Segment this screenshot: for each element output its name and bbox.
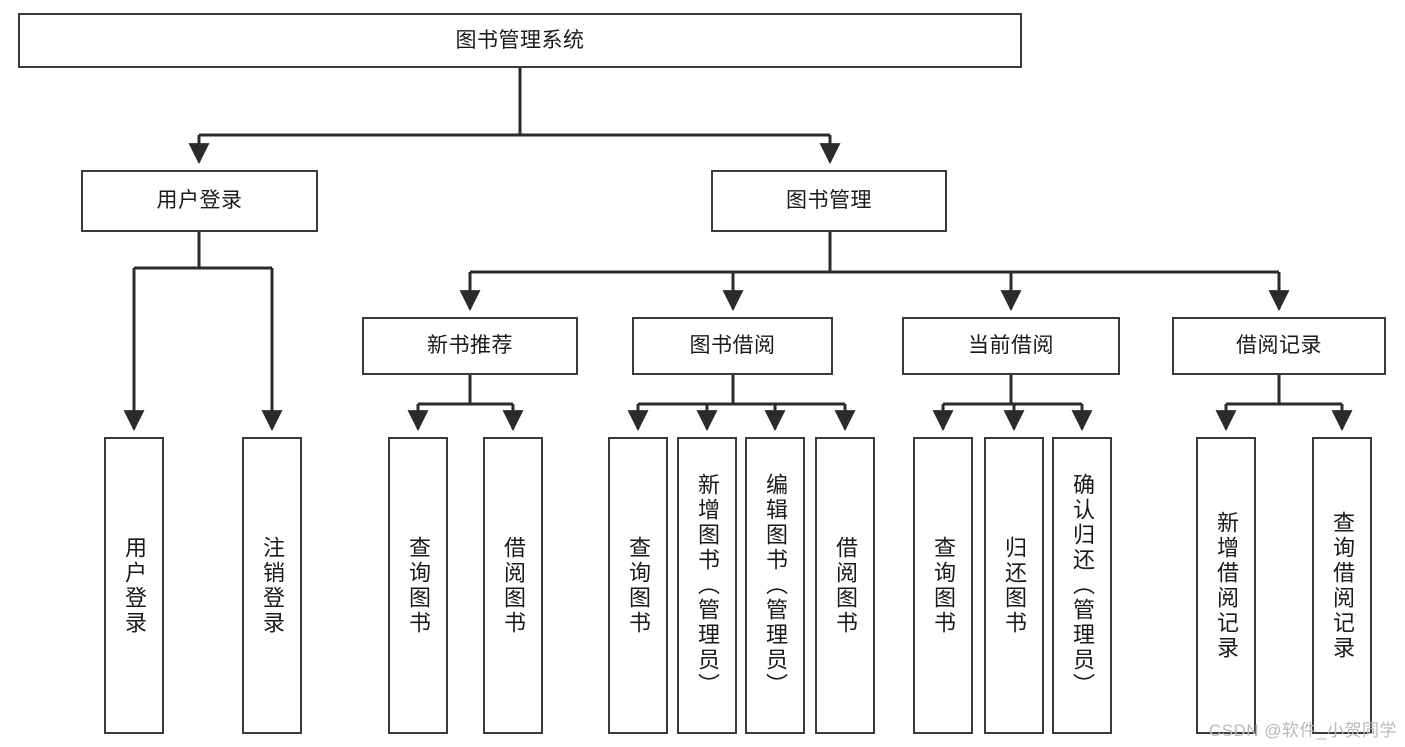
node-user-login[interactable]: 用户登录 bbox=[81, 170, 318, 232]
node-leaf-borrow-book-2-label: 借阅图书 bbox=[833, 535, 858, 636]
node-new-book-rec-label: 新书推荐 bbox=[427, 334, 513, 358]
node-leaf-confirm-return-label: 确认归还（管理员） bbox=[1070, 473, 1095, 698]
node-book-borrow-label: 图书借阅 bbox=[689, 334, 776, 358]
node-leaf-query-book-3[interactable]: 查询图书 bbox=[913, 437, 973, 734]
node-leaf-query-book-2[interactable]: 查询图书 bbox=[608, 437, 668, 734]
node-borrow-record-label: 借阅记录 bbox=[1236, 334, 1322, 358]
node-leaf-query-book-1[interactable]: 查询图书 bbox=[388, 437, 448, 734]
node-leaf-query-book-2-label: 查询图书 bbox=[626, 535, 651, 636]
node-new-book-rec[interactable]: 新书推荐 bbox=[362, 317, 578, 375]
node-leaf-return-book[interactable]: 归还图书 bbox=[984, 437, 1044, 734]
node-root[interactable]: 图书管理系统 bbox=[18, 13, 1022, 68]
node-leaf-query-book-3-label: 查询图书 bbox=[931, 535, 956, 636]
node-leaf-add-record-label: 新增借阅记录 bbox=[1214, 510, 1239, 661]
node-leaf-add-record[interactable]: 新增借阅记录 bbox=[1196, 437, 1256, 734]
node-leaf-borrow-book-1-label: 借阅图书 bbox=[501, 535, 526, 636]
node-leaf-query-record-label: 查询借阅记录 bbox=[1330, 510, 1355, 661]
node-current-borrow-label: 当前借阅 bbox=[968, 334, 1054, 358]
node-user-login-label: 用户登录 bbox=[156, 189, 243, 213]
node-leaf-add-book[interactable]: 新增图书（管理员） bbox=[677, 437, 737, 734]
node-leaf-confirm-return[interactable]: 确认归还（管理员） bbox=[1052, 437, 1112, 734]
node-leaf-query-record[interactable]: 查询借阅记录 bbox=[1312, 437, 1372, 734]
node-leaf-borrow-book-1[interactable]: 借阅图书 bbox=[483, 437, 543, 734]
node-root-label: 图书管理系统 bbox=[455, 28, 585, 52]
watermark: CSDN @软件_小贺同学 bbox=[1208, 721, 1397, 740]
node-leaf-return-book-label: 归还图书 bbox=[1002, 535, 1027, 636]
node-leaf-add-book-label: 新增图书（管理员） bbox=[695, 473, 720, 698]
node-book-borrow[interactable]: 图书借阅 bbox=[632, 317, 833, 375]
node-leaf-borrow-book-2[interactable]: 借阅图书 bbox=[815, 437, 875, 734]
node-leaf-logout-label: 注销登录 bbox=[260, 535, 285, 636]
node-book-manage-label: 图书管理 bbox=[786, 189, 872, 213]
node-leaf-user-login-label: 用户登录 bbox=[122, 535, 147, 636]
node-current-borrow[interactable]: 当前借阅 bbox=[902, 317, 1120, 375]
node-leaf-user-login[interactable]: 用户登录 bbox=[104, 437, 164, 734]
node-borrow-record[interactable]: 借阅记录 bbox=[1172, 317, 1386, 375]
node-leaf-edit-book[interactable]: 编辑图书（管理员） bbox=[745, 437, 805, 734]
node-book-manage[interactable]: 图书管理 bbox=[711, 170, 947, 232]
node-leaf-edit-book-label: 编辑图书（管理员） bbox=[763, 473, 788, 698]
node-leaf-logout[interactable]: 注销登录 bbox=[242, 437, 302, 734]
node-leaf-query-book-1-label: 查询图书 bbox=[406, 535, 431, 636]
